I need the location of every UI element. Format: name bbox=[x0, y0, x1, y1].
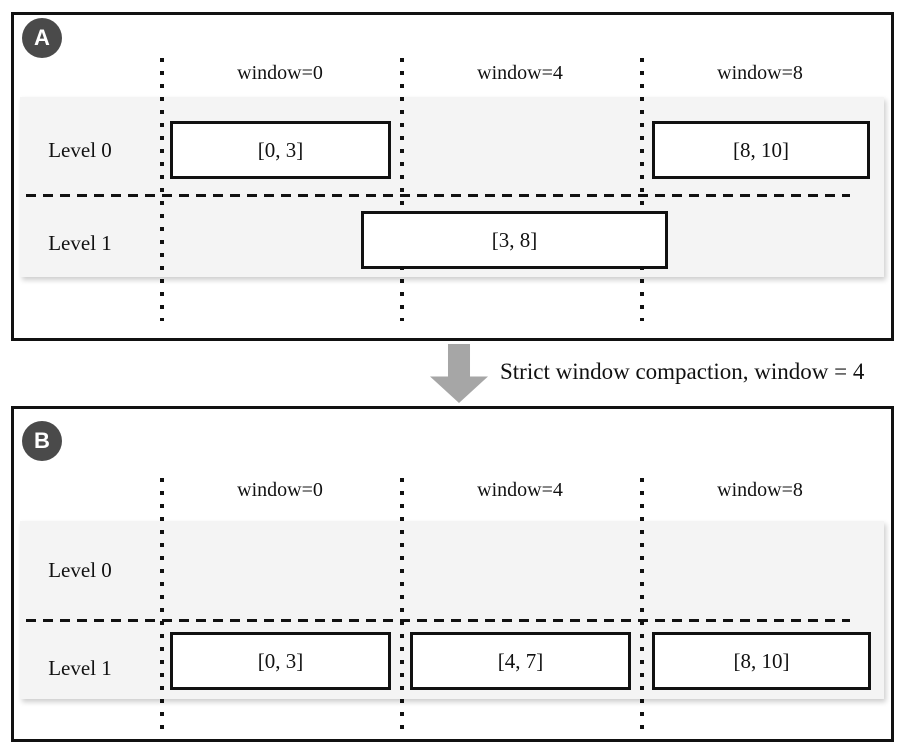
level-separator-dashed-line bbox=[26, 619, 850, 622]
level-1-label: Level 1 bbox=[48, 231, 112, 255]
sstable-box: [0, 3] bbox=[170, 632, 391, 690]
level-separator-dashed-line bbox=[26, 194, 850, 197]
window-boundary-dotted-line bbox=[640, 58, 644, 321]
panel-b: B window=0 window=4 window=8 Level 0 Lev… bbox=[11, 406, 894, 742]
sstable-box: [4, 7] bbox=[410, 632, 631, 690]
sstable-box: [8, 10] bbox=[652, 121, 870, 179]
window-boundary-dotted-line bbox=[400, 58, 404, 321]
window-header-0: window=0 bbox=[237, 62, 323, 84]
level-0-label: Level 0 bbox=[48, 138, 112, 162]
window-boundary-dotted-line bbox=[160, 58, 164, 321]
sstable-box: [3, 8] bbox=[361, 211, 668, 269]
down-arrow-icon bbox=[430, 344, 488, 403]
window-header-0: window=0 bbox=[237, 479, 323, 501]
window-header-4: window=4 bbox=[477, 62, 563, 84]
window-header-4: window=4 bbox=[477, 479, 563, 501]
window-header-8: window=8 bbox=[717, 62, 803, 84]
sstable-box: [8, 10] bbox=[652, 632, 871, 690]
window-boundary-dotted-line bbox=[400, 478, 404, 737]
window-boundary-dotted-line bbox=[640, 478, 644, 737]
sstable-box: [0, 3] bbox=[170, 121, 391, 179]
panel-a: A window=0 window=4 window=8 Level 0 Lev… bbox=[11, 12, 894, 341]
panel-a-badge: A bbox=[22, 18, 62, 58]
level-0-label: Level 0 bbox=[48, 558, 112, 582]
window-boundary-dotted-line bbox=[160, 478, 164, 737]
transition-label: Strict window compaction, window = 4 bbox=[500, 359, 865, 384]
panel-b-badge: B bbox=[22, 421, 62, 461]
level-1-label: Level 1 bbox=[48, 656, 112, 680]
window-header-8: window=8 bbox=[717, 479, 803, 501]
